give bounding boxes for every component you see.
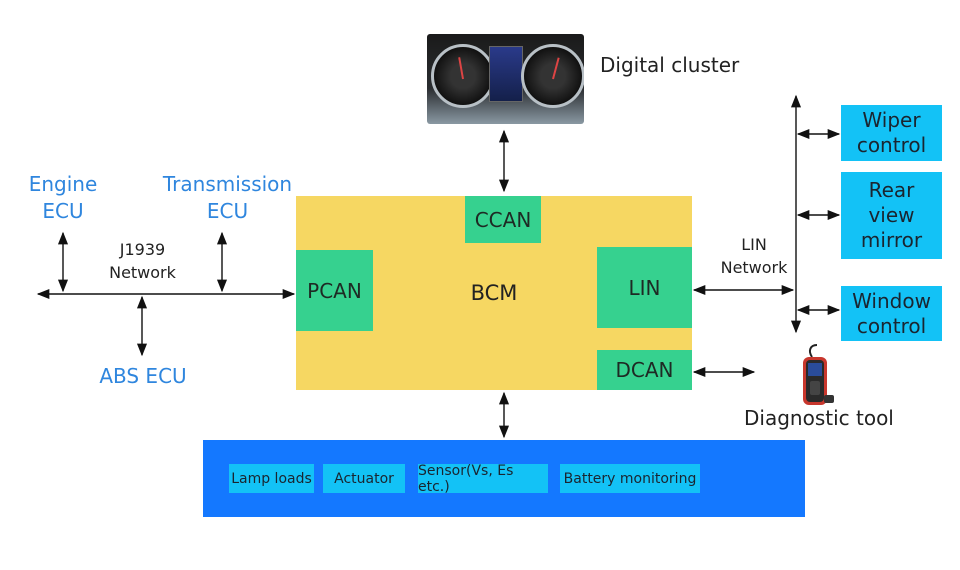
bcm-label: BCM [470,281,518,305]
lin-interface: LIN [597,247,692,328]
speedometer-gauge [431,44,495,108]
dcan-interface: DCAN [597,350,692,390]
window-line2: control [856,313,927,338]
engine-ecu-label-line2: ECU [42,199,84,223]
j1939-label-line1: J1939 [119,240,166,259]
cluster-display [489,46,523,102]
pcan-interface: PCAN [296,250,373,331]
load-item-battery-monitoring: Battery monitoring [560,464,700,493]
abs-ecu-node: ABS ECU [99,364,187,388]
wiper-control-node: Wiper control [841,105,942,161]
engine-ecu-node: Engine ECU [20,171,106,225]
wiper-line2: control [856,133,927,157]
rear-view-mirror-node: Rear view mirror [841,172,942,259]
tachometer-gauge [521,44,584,108]
loads-bar: Lamp loads Actuator Sensor(Vs, Es etc.) … [203,440,805,517]
mirror-line1: Rear [868,178,915,202]
j1939-network-label: J1939 Network [95,238,190,284]
mirror-line2: view [868,203,915,227]
lin-network-label: LIN Network [714,233,794,279]
digital-cluster-image [427,34,584,124]
window-control-node: Window control [841,286,942,341]
engine-ecu-label-line1: Engine [28,172,98,196]
transmission-ecu-label-line1: Transmission [162,172,293,196]
diagnostic-tool-label: Diagnostic tool [744,406,894,430]
lin-label-line1: LIN [741,235,767,254]
wiper-line1: Wiper [862,108,921,132]
bcm-block: BCM CCAN PCAN LIN DCAN [296,196,692,390]
load-item-actuator: Actuator [323,464,405,493]
lin-label-line2: Network [720,258,788,277]
digital-cluster-label: Digital cluster [600,53,740,77]
transmission-ecu-label-line2: ECU [206,199,249,223]
ccan-interface: CCAN [465,196,541,243]
transmission-ecu-node: Transmission ECU [150,171,305,225]
window-line1: Window [852,288,931,313]
mirror-line3: mirror [860,228,923,252]
j1939-label-line2: Network [109,263,176,282]
diagnostic-tool-image [803,344,834,405]
load-item-sensor: Sensor(Vs, Es etc.) [418,463,548,495]
load-item-lamp-loads: Lamp loads [229,464,314,493]
